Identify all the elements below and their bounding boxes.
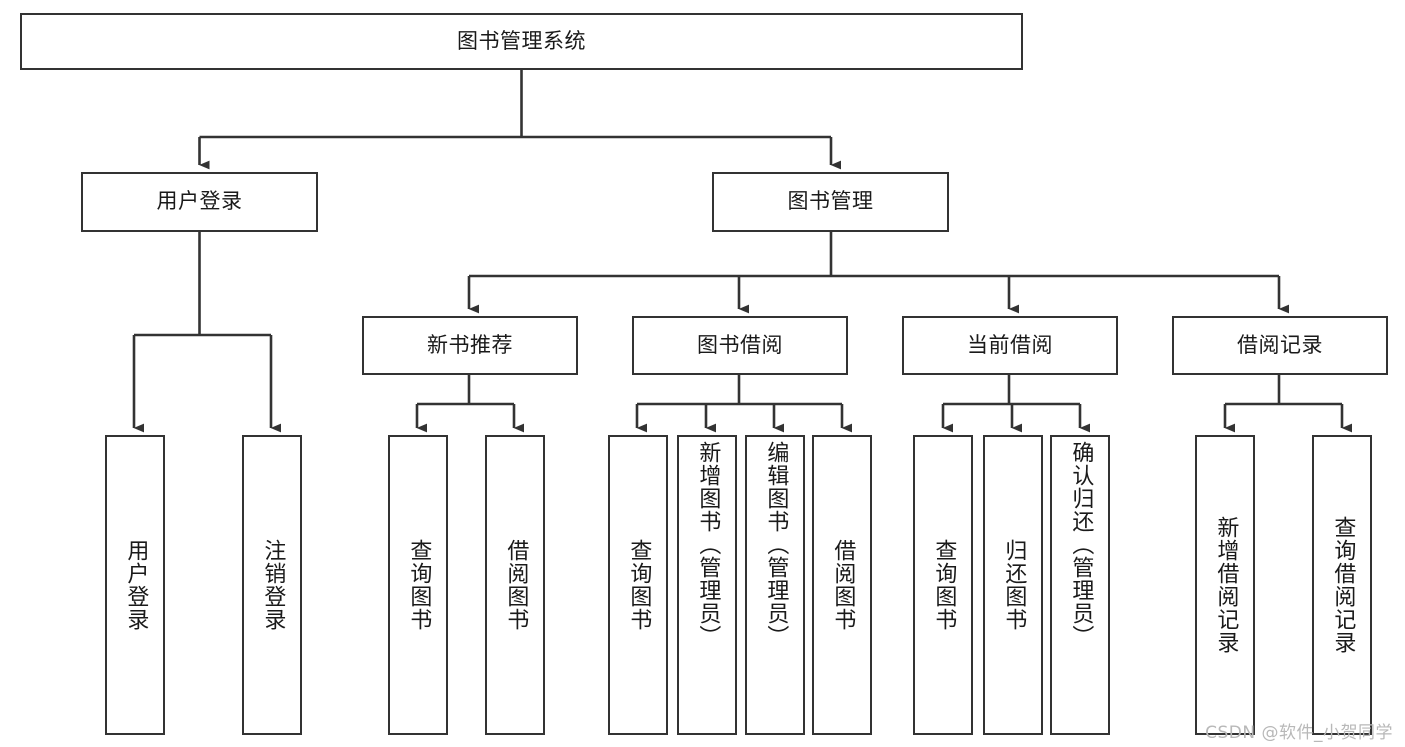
leaf-return-book-label: 归还图书 (1001, 539, 1027, 631)
node-new-book-recommend-label: 新书推荐 (427, 332, 513, 357)
node-book-borrow-label: 图书借阅 (697, 332, 783, 357)
node-book-manage-label: 图书管理 (787, 189, 874, 214)
leaf-user-logout-inner: 注销登录 (244, 437, 300, 733)
leaf-query-book-recommend[interactable]: 查询图书 (388, 435, 448, 735)
node-borrow-record-label: 借阅记录 (1237, 332, 1323, 357)
leaf-query-borrow-record[interactable]: 查询借阅记录 (1312, 435, 1372, 735)
leaf-borrow-book-recommend-label: 借阅图书 (503, 539, 529, 631)
leaf-query-borrow-record-inner: 查询借阅记录 (1314, 437, 1370, 733)
node-user-login-label: 用户登录 (156, 189, 243, 214)
node-user-login[interactable]: 用户登录 (81, 172, 318, 232)
leaf-user-login[interactable]: 用户登录 (105, 435, 165, 735)
leaf-query-book-current-inner: 查询图书 (915, 437, 971, 733)
leaf-return-book-inner: 归还图书 (985, 437, 1041, 733)
leaf-add-borrow-record-label: 新增借阅记录 (1213, 516, 1239, 654)
leaf-query-book-current[interactable]: 查询图书 (913, 435, 973, 735)
node-root-label: 图书管理系统 (457, 28, 586, 53)
leaf-borrow-book-recommend-inner: 借阅图书 (487, 437, 543, 733)
leaf-confirm-return-admin-label: 确认归还（管理员） (1068, 441, 1094, 648)
leaf-query-book-recommend-label: 查询图书 (406, 539, 432, 631)
leaf-add-borrow-record[interactable]: 新增借阅记录 (1195, 435, 1255, 735)
leaf-edit-book-admin[interactable]: 编辑图书（管理员） (745, 435, 805, 735)
leaf-user-logout-label: 注销登录 (260, 539, 286, 631)
leaf-query-book-borrow[interactable]: 查询图书 (608, 435, 668, 735)
leaf-borrow-book-borrow-label: 借阅图书 (830, 539, 856, 631)
leaf-query-book-recommend-inner: 查询图书 (390, 437, 446, 733)
node-root[interactable]: 图书管理系统 (20, 13, 1023, 70)
leaf-borrow-book-borrow[interactable]: 借阅图书 (812, 435, 872, 735)
leaf-query-book-current-label: 查询图书 (931, 539, 957, 631)
leaf-query-borrow-record-label: 查询借阅记录 (1330, 516, 1356, 654)
leaf-user-login-label: 用户登录 (123, 539, 149, 631)
node-new-book-recommend[interactable]: 新书推荐 (362, 316, 578, 375)
leaf-return-book[interactable]: 归还图书 (983, 435, 1043, 735)
leaf-add-book-admin-inner: 新增图书（管理员） (679, 437, 735, 737)
node-current-borrow[interactable]: 当前借阅 (902, 316, 1118, 375)
node-book-borrow[interactable]: 图书借阅 (632, 316, 848, 375)
leaf-user-login-inner: 用户登录 (107, 437, 163, 733)
node-current-borrow-label: 当前借阅 (967, 332, 1053, 357)
node-book-manage[interactable]: 图书管理 (712, 172, 949, 232)
leaf-confirm-return-admin[interactable]: 确认归还（管理员） (1050, 435, 1110, 735)
leaf-confirm-return-admin-inner: 确认归还（管理员） (1052, 437, 1108, 737)
leaf-query-book-borrow-inner: 查询图书 (610, 437, 666, 733)
leaf-query-book-borrow-label: 查询图书 (626, 539, 652, 631)
leaf-borrow-book-recommend[interactable]: 借阅图书 (485, 435, 545, 735)
leaf-borrow-book-borrow-inner: 借阅图书 (814, 437, 870, 733)
leaf-edit-book-admin-inner: 编辑图书（管理员） (747, 437, 803, 737)
leaf-add-borrow-record-inner: 新增借阅记录 (1197, 437, 1253, 733)
csdn-watermark: CSDN @软件_小贺同学 (1205, 723, 1393, 743)
leaf-user-logout[interactable]: 注销登录 (242, 435, 302, 735)
leaf-add-book-admin[interactable]: 新增图书（管理员） (677, 435, 737, 735)
leaf-edit-book-admin-label: 编辑图书（管理员） (763, 441, 789, 648)
node-borrow-record[interactable]: 借阅记录 (1172, 316, 1388, 375)
leaf-add-book-admin-label: 新增图书（管理员） (695, 441, 721, 648)
